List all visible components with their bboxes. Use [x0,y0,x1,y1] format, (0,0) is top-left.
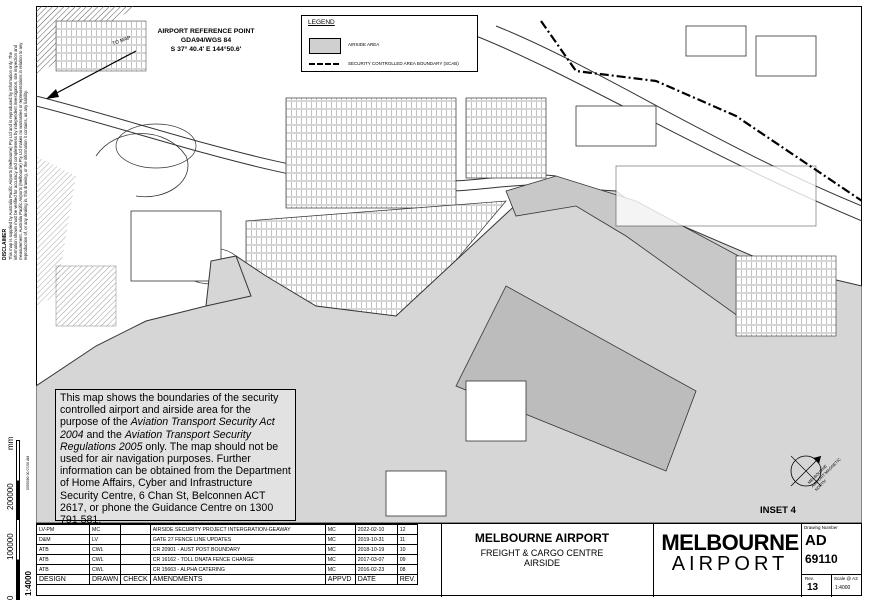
to-map-arrow-icon [46,50,137,99]
amendment-cell-appvd: MC [324,524,356,535]
airport-reference-point: AIRPORT REFERENCE POINT GDA94/WGS 84 S 3… [148,27,264,54]
header-drawn: DRAWN [88,574,122,585]
drawing-number-label: Drawing Number [804,525,838,530]
header-check: CHECK [120,574,151,585]
amendment-cell-rev: 11 [396,534,419,545]
amendment-cell-date: 2022-02-10 [354,524,398,535]
amendment-cell-check [120,554,151,565]
amendment-cell-check [120,524,151,535]
security-boundary-line [540,20,862,202]
car-park-north [285,97,457,209]
note-regulations: Aviation Transport Security Regulations … [60,428,252,453]
legend-title: LEGEND [308,19,335,26]
logo-line-1: MELBOURNE [661,530,799,555]
scale-value: 1:4000 [835,585,851,591]
header-date: DATE [354,574,398,585]
note-text-2: and the [83,428,125,441]
arp-coord: S 37° 40.4' E 144°50.6' [170,46,242,53]
amendment-cell-amendment: AIRSIDE SECURITY PROJECT INTERGRATION-GE… [149,524,326,535]
amendment-cell-rev: 09 [396,554,419,565]
amendments-header: DESIGN DRAWN CHECK AMENDMENTS APPVD DATE… [36,574,419,585]
amendment-cell-amendment: CR 15663 - ALPHA CATERING [149,564,326,575]
amendment-cell-date: 2016-02-23 [354,564,398,575]
amendment-cell-rev: 08 [396,564,419,575]
hatched-area-west [36,156,76,306]
amendment-cell-design: ATB [36,564,90,575]
header-rev: REV. [396,574,419,585]
scale-tick-0: 0 [6,595,15,600]
note-act: Aviation Transport Security Act 2004 [60,416,275,441]
amendment-cell-appvd: MC [324,554,356,565]
project-title: MELBOURNE AIRPORT FREIGHT & CARGO CENTRE… [443,528,641,568]
header-amendments: AMENDMENTS [149,574,326,585]
scale-unit: mm [6,436,15,450]
melbourne-airport-logo: MELBOURNE AIRPORT [660,530,800,576]
drawing-number: 69110 [805,552,838,566]
inset-label: INSET 4 [760,505,796,516]
legend: LEGEND AIRSIDE AREA SECURITY CONTROLLED … [301,15,478,72]
amendment-cell-drawn: CWL [88,554,122,565]
scale-label: Scale @ A3 [834,576,858,581]
amendment-cell-date: 2018-10-19 [354,544,398,555]
logo-line-2: AIRPORT [671,553,789,575]
amendment-cell-check [120,564,151,575]
note-text-3: only. The map should not be used for air… [60,440,291,527]
file-ref: 5555080 00 07/00 AM [26,455,30,490]
rev-value: 13 [807,582,819,593]
legend-scab-line [309,63,339,65]
title-line-2: FREIGHT & CARGO CENTRE [480,548,604,558]
scale-tick-1: 100000 [6,533,15,560]
amendment-cell-amendment: GATE 27 FENCE LINE UPDATES [149,534,326,545]
amendment-cell-design: ATB [36,544,90,555]
legend-airside-swatch [309,38,341,54]
amendment-cell-design: D&M [36,534,90,545]
amendment-cell-amendment: CR 20901 - AUST POST BOUNDARY [149,544,326,555]
amendment-cell-drawn: LV [88,534,122,545]
legend-airside-label: AIRSIDE AREA [348,42,380,47]
amendment-cell-design: ATB [36,554,90,565]
disclaimer-text: This map is supplied by Australia Pacifi… [8,42,28,260]
note-text-1: This map shows the boundaries of the sec… [60,392,279,429]
drawing-prefix: AD [805,532,827,549]
arp-title: AIRPORT REFERENCE POINT [157,28,255,35]
amendment-cell-check [120,544,151,555]
title-line-3: AIRSIDE [523,558,560,568]
car-park-northeast [465,97,547,179]
amendment-cell-drawn: CWL [88,564,122,575]
amendment-cell-appvd: MC [324,564,356,575]
amendment-cell-appvd: MC [324,534,356,545]
amendment-cell-rev: 12 [396,524,419,535]
scale-tick-2: 200000 [6,483,15,510]
amendment-cell-design: LV-PM [36,524,90,535]
amendment-cell-date: 2017-03-07 [354,554,398,565]
rev-label: Rev. [805,576,814,581]
title-line-1: MELBOURNE AIRPORT [474,531,610,545]
scale-bar: 1:4000 0 100000 200000 mm 5555080 00 07/… [4,436,34,600]
amendment-cell-appvd: MC [324,544,356,555]
legend-scab-label: SECURITY CONTROLLED AREA BOUNDARY (SCAB) [348,61,459,66]
scale-ratio: 1:4000 [24,571,33,596]
header-design: DESIGN [36,574,90,585]
amendment-cell-drawn: MC [88,524,122,535]
map-note: This map shows the boundaries of the sec… [55,389,296,526]
amendment-cell-check [120,534,151,545]
amendment-cell-amendment: CR 16162 - TOLL DNATA FENCE CHANGE [149,554,326,565]
amendment-cell-date: 2019-10-31 [354,534,398,545]
disclaimer: DISCLAIMER This map is supplied by Austr… [2,40,33,260]
header-appvd: APPVD [324,574,356,585]
central-apron [455,285,697,472]
amendment-cell-rev: 10 [396,544,419,555]
north-arrow-icon [790,455,822,487]
amendment-cell-drawn: CWL [88,544,122,555]
arp-datum: GDA94/WGS 84 [180,37,232,44]
